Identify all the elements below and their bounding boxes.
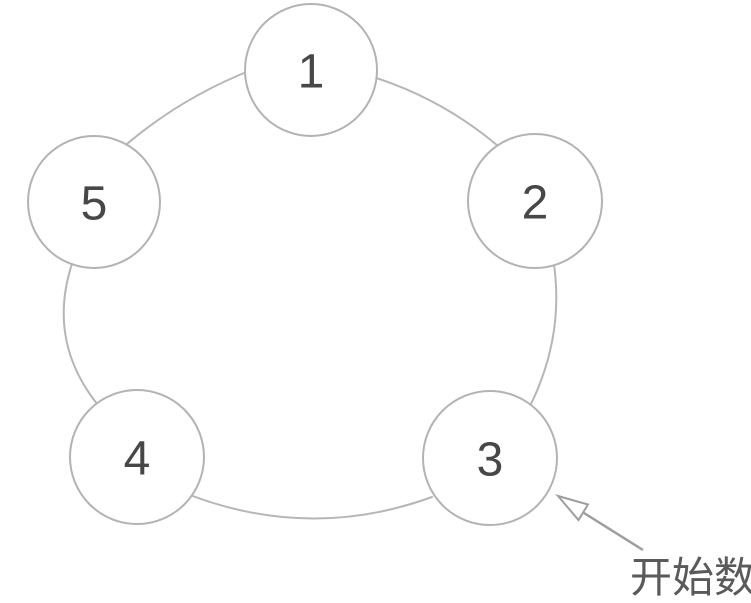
node-5-circle [27, 135, 161, 269]
node-2-circle [467, 133, 603, 269]
ring-segment-5-1 [119, 68, 255, 151]
node-1: 1 [244, 3, 378, 137]
start-arrow-shaft [583, 511, 644, 552]
node-4-circle [69, 389, 205, 525]
node-5-number: 5 [81, 178, 108, 231]
node-3-circle [422, 390, 558, 526]
start-count-label: 开始数 [630, 554, 751, 601]
start-arrow-head-icon [555, 494, 590, 522]
node-1-number: 1 [298, 46, 325, 99]
ring-segment-2-3 [527, 257, 558, 411]
start-annotation: 开始数 [555, 494, 751, 601]
node-1-circle [244, 3, 378, 137]
node-4: 4 [69, 389, 205, 525]
node-2-number: 2 [522, 177, 549, 230]
number-nodes: 1 2 3 4 5 [27, 3, 603, 526]
ring-segment-1-2 [369, 75, 506, 153]
ring-segment-3-4 [189, 494, 433, 520]
ring-arcs [62, 68, 558, 520]
node-3: 3 [422, 390, 558, 526]
node-5: 5 [27, 135, 161, 269]
node-4-number: 4 [124, 433, 151, 486]
ring-segment-4-5 [62, 254, 99, 406]
node-2: 2 [467, 133, 603, 269]
node-3-number: 3 [477, 434, 504, 487]
